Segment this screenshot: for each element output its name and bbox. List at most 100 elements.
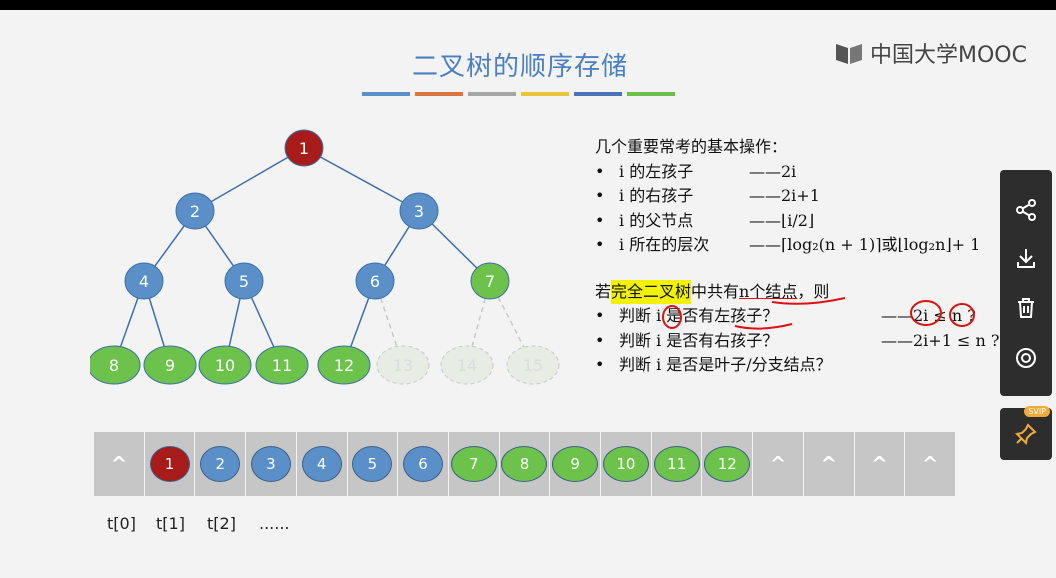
n-nodes-text: n个结点 — [739, 281, 798, 301]
bullet: • — [595, 330, 605, 350]
array-cell: ^ — [753, 432, 804, 496]
tree-node-label: 10 — [215, 356, 235, 375]
tree-node: 5 — [224, 262, 264, 300]
operation-item: • i 所在的层次 ——⌈log₂(n + 1)⌉或⌊log₂n⌋+ 1 — [595, 233, 999, 258]
operation-formula: ——⌊i/2⌋ — [749, 210, 815, 230]
tree-node-label: 14 — [457, 356, 477, 375]
operation-item: • i 的父节点 ——⌊i/2⌋ — [595, 209, 999, 234]
array-cell: 1 — [144, 432, 196, 496]
underline-bar — [574, 92, 622, 96]
tree-node: 2 — [175, 192, 215, 230]
bullet: • — [595, 235, 605, 254]
tree-node-label: 1 — [299, 139, 309, 158]
tree-node: 13 — [376, 345, 430, 385]
array-node: 6 — [403, 446, 444, 482]
tree-node: 4 — [124, 262, 164, 300]
slide-title: 二叉树的顺序存储 — [411, 52, 628, 82]
array-cell: ^ — [94, 432, 145, 496]
operation-text: i 的左孩子 — [619, 161, 694, 181]
operation-text: 判断 i 是否有右孩子？ — [619, 330, 779, 350]
download-icon[interactable] — [1014, 246, 1038, 270]
array-node: 3 — [250, 446, 291, 482]
array-cell: 6 — [398, 432, 449, 496]
array-node: 8 — [501, 446, 548, 482]
operation-item: •判断 i 是否是叶子/分支结点？ — [595, 353, 999, 378]
operation-item: • 判断 i 是否有右孩子？ ——2i+1 ≤ n ? — [595, 329, 999, 354]
operation-formula: ——2i — [749, 161, 797, 181]
operation-formula: ——⌈log₂(n + 1)⌉或⌊log₂n⌋+ 1 — [749, 235, 981, 254]
array-node: 4 — [301, 446, 342, 482]
pin-icon — [1014, 422, 1038, 450]
tree-node: 10 — [198, 345, 252, 385]
tree-node: 11 — [255, 345, 309, 385]
array-index-label: t[1] — [156, 514, 185, 533]
bullet: • — [595, 355, 605, 374]
share-icon[interactable] — [1014, 198, 1038, 222]
null-marker: ^ — [871, 452, 888, 476]
array-index-label: t[2] — [207, 514, 236, 533]
tree-node: 6 — [355, 262, 395, 300]
tree-node: 1 — [284, 129, 324, 167]
underline-bar — [415, 92, 463, 96]
array-cell: ^ — [854, 432, 906, 496]
array-node: 10 — [602, 446, 649, 482]
mooc-logo: 中国大学MOOC — [834, 37, 1027, 69]
operation-text: i 所在的层次 — [619, 235, 710, 254]
tree-node-label: 2 — [190, 202, 200, 221]
trash-icon[interactable] — [1014, 296, 1038, 320]
underline-bar — [362, 92, 410, 96]
array-cell: 11 — [651, 432, 703, 496]
tree-node: 8 — [90, 345, 141, 385]
condition-suffix: ，则 — [797, 281, 830, 301]
tree-node-label: 15 — [523, 356, 543, 375]
underline-bar — [627, 92, 675, 96]
array-cell: 8 — [499, 432, 551, 496]
array-cell: 5 — [347, 432, 399, 496]
pin-button[interactable]: SVIP — [1000, 406, 1052, 460]
operations-heading: 几个重要常考的基本操作： — [595, 137, 788, 156]
operation-formula: ——2i+1 ≤ n ? — [881, 330, 1000, 350]
logo-text: 中国大学MOOC — [870, 43, 1027, 68]
tree-node-label: 11 — [272, 356, 292, 375]
tree-node-label: 6 — [370, 272, 380, 291]
array-cell: 9 — [550, 432, 602, 496]
bullet: • — [595, 306, 605, 325]
array-node: 2 — [200, 446, 241, 482]
condition-middle: 中共有 — [691, 281, 740, 301]
bullet: • — [595, 161, 605, 181]
array-index-label: t[0] — [107, 514, 136, 533]
array-cell: 3 — [246, 432, 297, 496]
operations-panel: 几个重要常考的基本操作： •i 的左孩子——2i•i 的右孩子——2i+1•i … — [595, 135, 999, 378]
operation-text: 判断 i 是否有左孩子？ — [619, 306, 779, 325]
tree-node-label: 5 — [239, 272, 249, 291]
eye-icon[interactable] — [1014, 346, 1038, 370]
null-marker: ^ — [820, 452, 838, 476]
tree-node-label: 8 — [109, 356, 119, 375]
tree-node: 12 — [317, 345, 371, 385]
tree-node-label: 3 — [414, 202, 424, 221]
tree-edge — [303, 147, 420, 212]
tree-node: 7 — [470, 262, 510, 300]
operation-item: • i 的左孩子 ——2i — [595, 160, 999, 185]
bullet: • — [595, 210, 605, 230]
highlight-complete-tree: 完全二叉树 — [611, 279, 692, 304]
underline-bar — [468, 92, 516, 96]
svip-badge: SVIP — [1024, 406, 1050, 417]
tree-node-label: 9 — [165, 356, 175, 375]
book-logo-icon — [834, 40, 864, 66]
tree-node: 9 — [143, 345, 197, 385]
array-node: 5 — [352, 446, 393, 482]
null-marker: ^ — [110, 452, 128, 476]
array-index-label: ...... — [259, 514, 290, 533]
array-node: 12 — [704, 446, 751, 482]
tree-node-label: 12 — [334, 356, 354, 375]
operation-text: i 的父节点 — [619, 210, 694, 230]
operation-text: i 的右孩子 — [619, 186, 694, 205]
operation-item: •判断 i 是否有左孩子？——2i ≤ n ? — [595, 304, 999, 329]
operation-item: •i 的右孩子——2i+1 — [595, 184, 999, 209]
array-cell: 4 — [296, 432, 348, 496]
